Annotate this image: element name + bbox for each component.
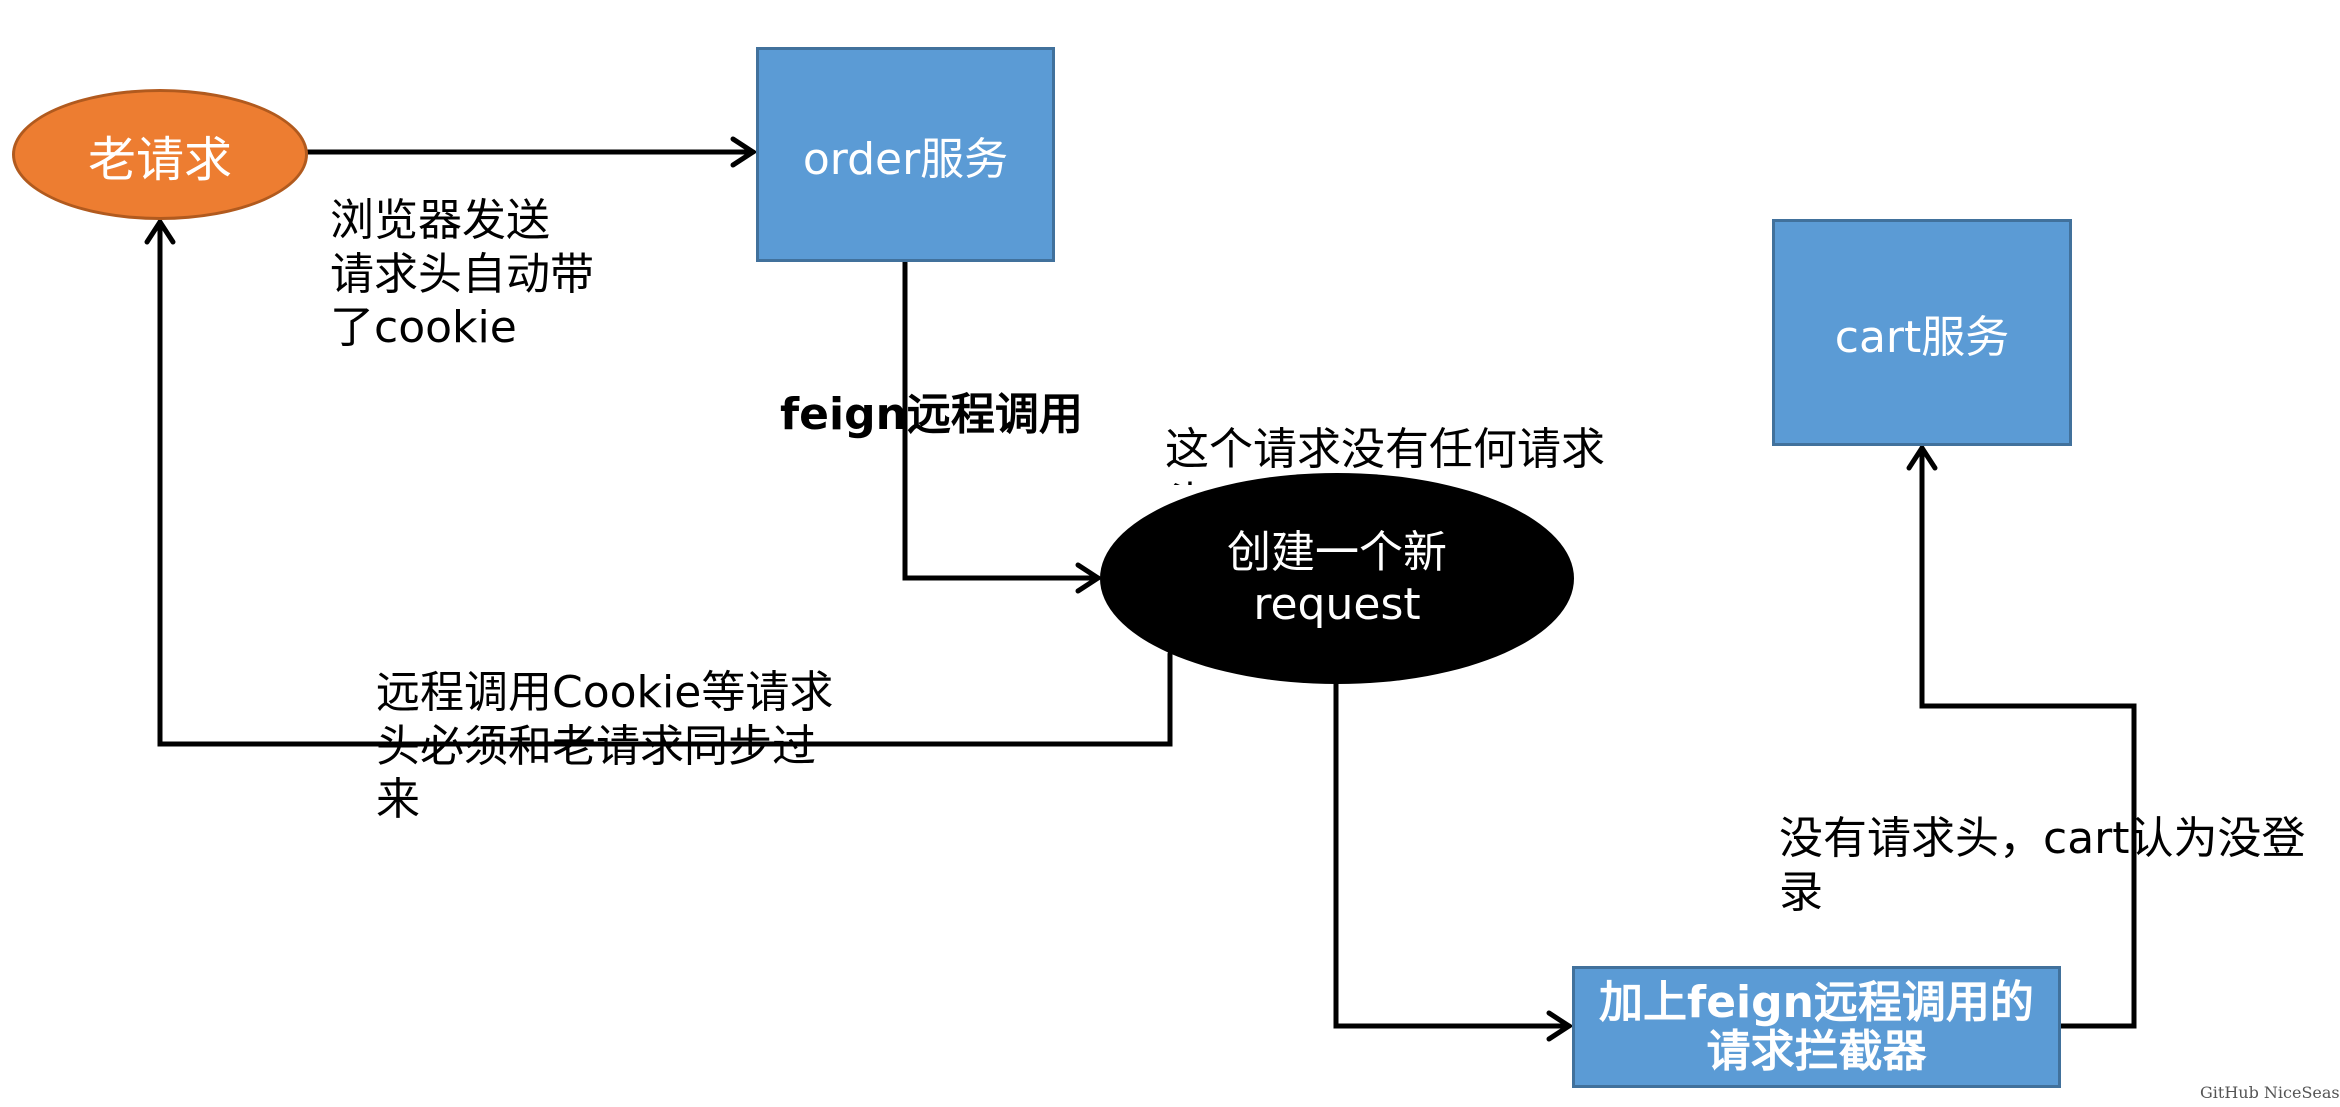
watermark-text: GitHub NiceSeason bbox=[2200, 1083, 2340, 1102]
sync-headers-note: 远程调用Cookie等请求 头必须和老请求同步过 来 bbox=[376, 666, 833, 827]
watermark: GitHub NiceSeason bbox=[2200, 1083, 2340, 1103]
browser-sends-cookie-note: 浏览器发送 请求头自动带 了cookie bbox=[330, 194, 594, 355]
feign-call-text: feign远程调用 bbox=[780, 389, 1083, 440]
arrow-order-to-new-request bbox=[902, 259, 1103, 594]
new-request-label-line1: 创建一个新 bbox=[1227, 526, 1447, 578]
new-request-node: 创建一个新 request bbox=[1100, 473, 1574, 684]
feign-remote-call-label: feign远程调用 bbox=[780, 388, 1083, 442]
no-headers-line1: 这个请求没有任何请求 bbox=[1165, 424, 1605, 475]
old-request-node: 老请求 bbox=[12, 89, 308, 220]
cart-service-box: cart服务 bbox=[1772, 219, 2072, 446]
cart-note-line1: 没有请求头，cart认为没登 bbox=[1779, 813, 2306, 864]
arrow-interceptor-to-cart bbox=[1906, 443, 2137, 1029]
order-service-label: order服务 bbox=[802, 133, 1009, 185]
sync-note-line1: 远程调用Cookie等请求 bbox=[376, 667, 834, 718]
order-service-box: order服务 bbox=[756, 47, 1055, 262]
arrow-new-request-to-interceptor bbox=[1333, 681, 1574, 1042]
browser-note-line2: 请求头自动带 bbox=[330, 248, 594, 300]
no-headers-note: 这个请求没有任何请求 头 bbox=[1165, 423, 1645, 485]
cart-note-line2: 录 bbox=[1779, 866, 1823, 918]
arrow-sync-headers bbox=[144, 217, 1173, 747]
sync-note-line3: 来 bbox=[376, 774, 420, 826]
feign-interceptor-box: 加上feign远程调用的 请求拦截器 bbox=[1572, 966, 2061, 1088]
browser-note-line1: 浏览器发送 bbox=[330, 195, 550, 246]
cart-not-logged-in-note: 没有请求头，cart认为没登 录 bbox=[1779, 812, 2306, 919]
interceptor-label-line2: 请求拦截器 bbox=[1706, 1026, 1927, 1077]
arrow-old-request-to-order bbox=[305, 136, 758, 168]
browser-note-line3: 了cookie bbox=[330, 302, 517, 354]
old-request-label: 老请求 bbox=[87, 131, 232, 188]
new-request-label-line2: request bbox=[1253, 578, 1421, 630]
sync-note-line2: 头必须和老请求同步过 bbox=[376, 720, 816, 772]
no-headers-line2: 头 bbox=[1165, 477, 1645, 485]
cart-service-label: cart服务 bbox=[1834, 311, 2010, 363]
interceptor-label-line1: 加上feign远程调用的 bbox=[1599, 976, 2034, 1028]
